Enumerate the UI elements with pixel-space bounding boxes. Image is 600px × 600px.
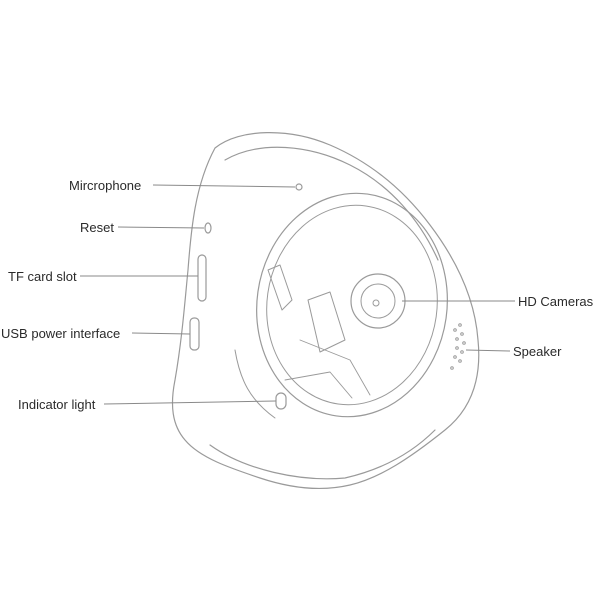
label-hd-cameras: HD Cameras xyxy=(518,294,594,309)
leader-usb xyxy=(131,332,191,335)
leader-microphone xyxy=(152,184,296,188)
camera-body-lower-edge xyxy=(209,429,436,480)
label-microphone: Mircrophone xyxy=(69,178,142,193)
microphone-hole xyxy=(295,183,303,191)
usb-port xyxy=(189,317,200,351)
leader-indicator-light xyxy=(103,400,277,405)
camera-body-inner-edge xyxy=(224,146,439,261)
lens-ring-outer xyxy=(256,192,448,418)
hd-camera-lens-inner xyxy=(360,283,396,319)
lens-ring-inner xyxy=(266,204,438,406)
tf-card-slot xyxy=(197,254,207,302)
reset-button xyxy=(204,222,212,234)
label-indicator-light: Indicator light xyxy=(18,397,96,412)
label-usb-power-interface: USB power interface xyxy=(1,326,121,341)
label-speaker: Speaker xyxy=(513,344,562,359)
indicator-light xyxy=(275,392,287,410)
speaker-grille xyxy=(450,323,466,370)
label-tf-card-slot: TF card slot xyxy=(8,269,77,284)
leader-speaker xyxy=(465,349,511,352)
leader-reset xyxy=(117,226,205,229)
label-reset: Reset xyxy=(80,220,114,235)
